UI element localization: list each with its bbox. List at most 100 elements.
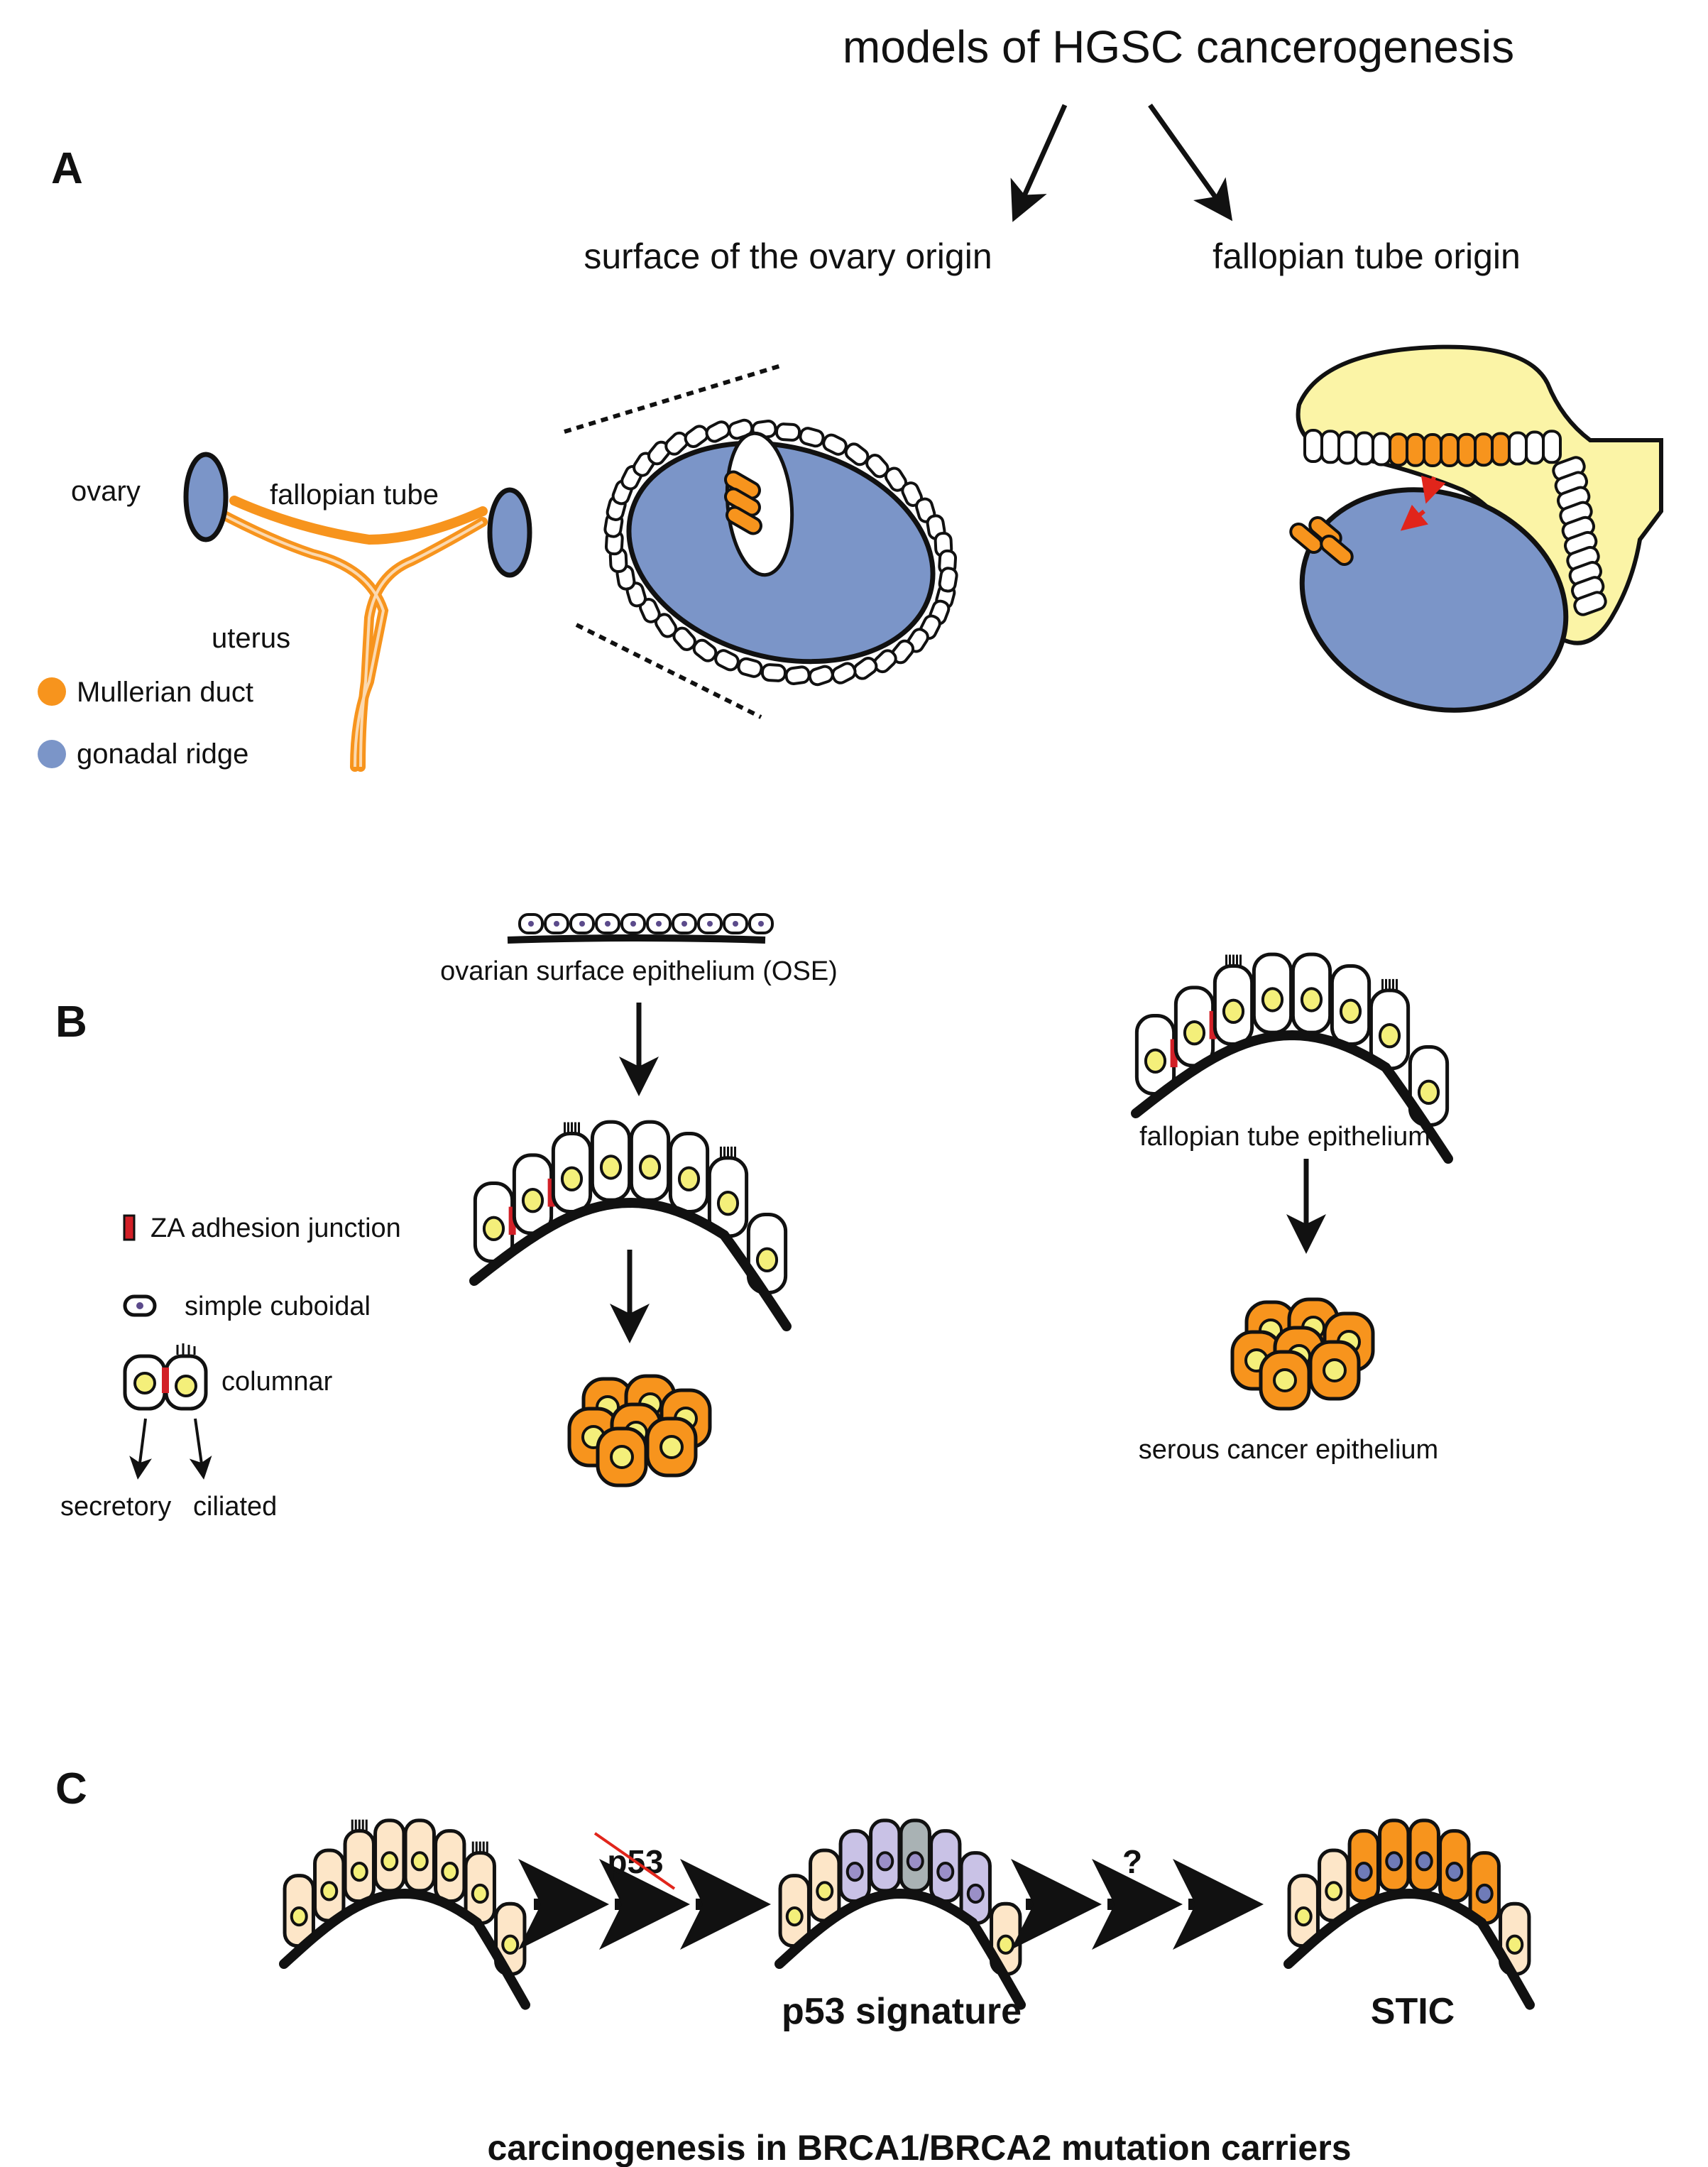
left-ovary <box>183 452 229 542</box>
legend-columnar-swatch <box>123 1343 208 1411</box>
label-stic: STIC <box>1371 1991 1455 2032</box>
basement-membrane <box>1283 1888 1535 2010</box>
fallopian-tube-epithelium <box>1131 952 1453 1164</box>
cell-nucleus <box>638 1155 662 1180</box>
cancer-cell-nucleus <box>1323 1358 1347 1382</box>
legend-cuboidal-nucleus <box>136 1302 143 1309</box>
migration-arrow-1 <box>1420 475 1446 504</box>
legend-za-swatch <box>123 1214 136 1241</box>
cell-nucleus <box>381 1851 399 1872</box>
unknown-step-label: ? <box>1122 1843 1142 1880</box>
fimbria-cell <box>1423 432 1443 467</box>
panel-a-letter: A <box>51 144 83 193</box>
ose-cell <box>784 665 811 686</box>
cell-nucleus <box>1415 1851 1433 1872</box>
label-ose: ovarian surface epithelium (OSE) <box>440 956 838 986</box>
ose-cell <box>808 665 834 687</box>
zoom-line-bottom <box>575 623 762 719</box>
ose-strip-nucleus <box>656 921 662 927</box>
basement-membrane <box>1131 1030 1453 1164</box>
legend-za-label: ZA adhesion junction <box>150 1213 401 1243</box>
cell-nucleus <box>1261 987 1284 1012</box>
za-junction <box>547 1178 555 1207</box>
legend-ciliated-label: ciliated <box>193 1492 277 1522</box>
legend-secretory-label: secretory <box>60 1492 171 1522</box>
legend-secretory-arrow <box>129 1418 152 1480</box>
fimbria-cell <box>1320 430 1340 464</box>
panel-a-legend: Mullerian duct gonadal ridge <box>38 677 253 770</box>
cell-nucleus <box>1475 1883 1494 1904</box>
cell-nucleus <box>1354 1861 1373 1882</box>
cell-nucleus <box>521 1188 544 1213</box>
ose-cell <box>831 662 857 684</box>
cyst-cell-cluster <box>724 470 762 535</box>
ose-cell <box>760 663 787 682</box>
cell-nucleus <box>290 1906 308 1927</box>
ose-strip-nucleus <box>758 921 764 927</box>
za-junction <box>1209 1010 1217 1039</box>
panel-b-letter: B <box>55 998 87 1047</box>
ovarian-cancer-cluster <box>567 1374 712 1488</box>
cancer-cell-nucleus <box>659 1435 684 1459</box>
ose-cell <box>799 427 825 448</box>
cell-nucleus <box>1222 998 1245 1025</box>
basement-membrane <box>774 1888 1026 2010</box>
p53-strike <box>593 1832 676 1890</box>
fimbria-cell <box>1303 429 1323 463</box>
cell-nucleus <box>1417 1079 1440 1106</box>
cell-nucleus <box>350 1861 368 1882</box>
panel-c-letter: C <box>55 1764 87 1813</box>
ose-strip <box>507 913 774 944</box>
legend-swatch-mullerian <box>38 677 66 706</box>
fimbria-cell-row <box>1303 429 1607 616</box>
cell-nucleus <box>716 1191 740 1216</box>
cell-nucleus <box>816 1881 834 1901</box>
cell-nucleus <box>966 1883 985 1904</box>
fimbria-cell <box>1389 432 1408 467</box>
ose-strip-nucleus <box>630 921 636 927</box>
fimbria-cell <box>1474 432 1494 467</box>
cancer-cell-nucleus <box>1273 1368 1297 1392</box>
cell-nucleus <box>560 1166 584 1192</box>
ose-strip-nucleus <box>681 921 687 927</box>
fimbria-cell <box>1542 430 1562 464</box>
label-uterus: uterus <box>212 623 290 654</box>
reproductive-tract-diagram: ovary fallopian tube uterus <box>71 452 532 772</box>
cell-nucleus <box>845 1861 864 1882</box>
za-junction <box>508 1206 516 1235</box>
cell-nucleus <box>785 1906 804 1927</box>
ose-cell <box>938 567 958 593</box>
cell-nucleus <box>1378 1023 1401 1049</box>
basement-membrane <box>469 1197 792 1331</box>
legend-label-gonadal: gonadal ridge <box>77 738 248 770</box>
cancer-cell-nucleus <box>610 1445 634 1469</box>
branch-arrow-left <box>1010 104 1068 222</box>
cell-nucleus <box>1385 1851 1403 1872</box>
fimbria-cell <box>1525 430 1545 465</box>
fimbria-cell <box>1491 432 1511 466</box>
right-ovary <box>487 487 532 578</box>
ovarian-surface-epithelium-ring <box>603 418 958 687</box>
cell-nucleus <box>1445 1861 1464 1882</box>
fimbria-ovary-cell-cluster <box>1289 516 1354 566</box>
cell-nucleus <box>677 1166 701 1192</box>
migration-arrow-2 <box>1400 504 1428 531</box>
label-fallopian-tube: fallopian tube <box>270 479 439 511</box>
legend-label-mullerian: Mullerian duct <box>77 677 253 708</box>
branch-arrow-right <box>1148 103 1233 222</box>
cell-nucleus <box>1506 1934 1524 1955</box>
ose-strip-nucleus <box>733 921 738 927</box>
fimbria-cell <box>1406 432 1425 467</box>
fimbria-cell <box>1337 430 1357 465</box>
ose-strip-nucleus <box>605 921 611 927</box>
fimbria-ovary-body <box>1299 487 1569 713</box>
ose-cell <box>714 649 740 672</box>
normal-epithelium <box>279 1818 530 2010</box>
branch-label-ovary-origin: surface of the ovary origin <box>584 236 992 276</box>
label-ovary: ovary <box>71 476 141 507</box>
ose-cell <box>853 656 878 680</box>
cell-nucleus <box>501 1934 520 1955</box>
cell-nucleus <box>441 1861 459 1882</box>
za-junction <box>1170 1039 1178 1068</box>
